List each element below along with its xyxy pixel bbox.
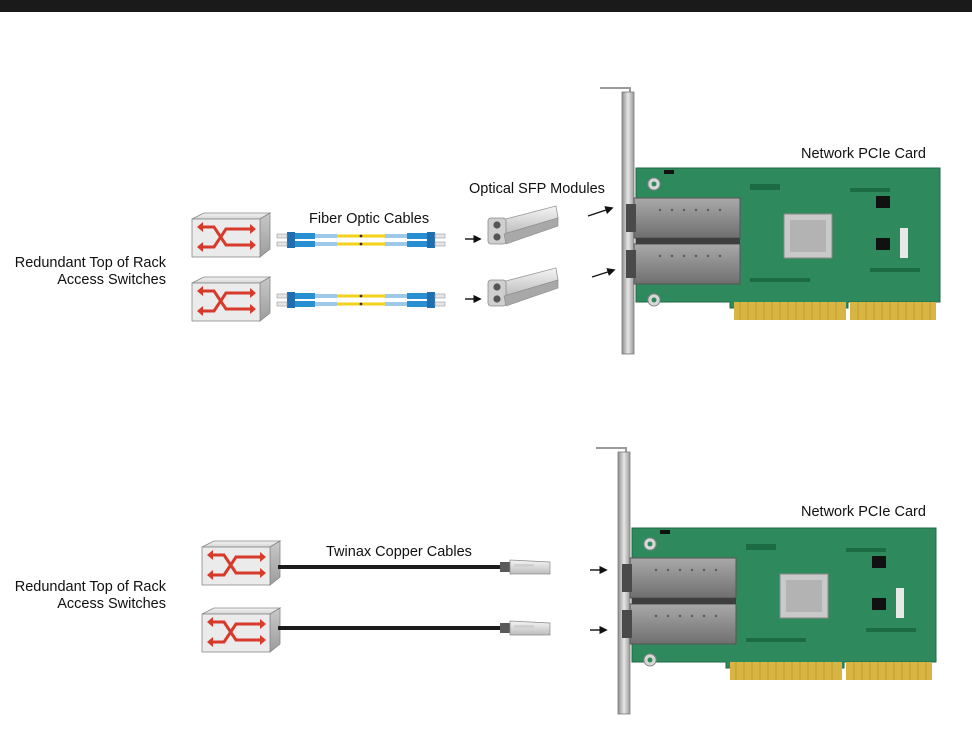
switch-label-line1: Redundant Top of Rack xyxy=(14,579,166,595)
switch-label-copper: Redundant Top of Rack Access Switches xyxy=(2,579,166,613)
dac-connector-icon xyxy=(499,620,551,636)
fiber-cable-icon xyxy=(275,230,447,250)
card-label-top: Network PCIe Card xyxy=(801,146,926,162)
network-switch-icon xyxy=(200,606,282,654)
optical-panel xyxy=(190,87,941,355)
network-switch-icon xyxy=(190,275,272,323)
pcie-card-icon xyxy=(599,87,941,355)
switch-label-optical: Redundant Top of Rack Access Switches xyxy=(2,255,166,289)
sfp-module-icon xyxy=(487,205,559,245)
switch-label-line1: Redundant Top of Rack xyxy=(14,255,166,271)
pcie-card-icon xyxy=(595,447,937,715)
module-label-sfp: Optical SFP Modules xyxy=(469,181,605,197)
cable-label-twinax: Twinax Copper Cables xyxy=(326,544,472,560)
arrow-icon xyxy=(591,268,616,278)
card-label-bottom: Network PCIe Card xyxy=(801,504,926,520)
switch-label-line2: Access Switches xyxy=(57,596,166,612)
sfp-module-icon xyxy=(487,267,559,307)
cable-label-fiber: Fiber Optic Cables xyxy=(309,211,430,227)
switch-label-line2: Access Switches xyxy=(57,272,166,288)
network-switch-icon xyxy=(200,539,282,587)
copper-panel xyxy=(200,447,937,715)
fiber-cable-icon xyxy=(275,290,447,310)
dac-connector-icon xyxy=(499,559,551,575)
arrow-icon xyxy=(587,206,614,217)
network-switch-icon xyxy=(190,211,272,259)
top-bar xyxy=(0,0,972,12)
